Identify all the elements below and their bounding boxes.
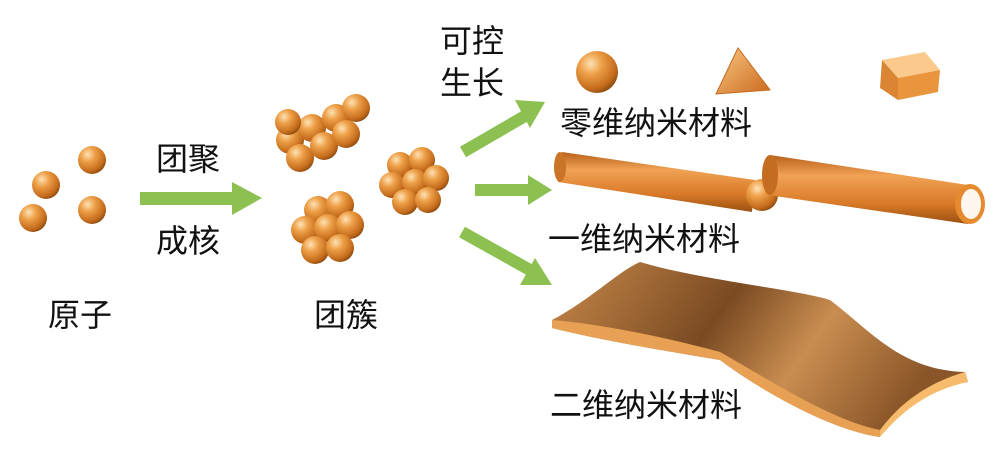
one-d-label: 一维纳米材料 [548, 220, 740, 258]
zero-d-label: 零维纳米材料 [560, 104, 752, 142]
arrow-to-1d [475, 175, 552, 205]
nanorod-left [554, 152, 778, 212]
sphere-shape [576, 51, 618, 93]
arrow-aggregation [140, 182, 262, 215]
arrow-to-2d [459, 226, 552, 285]
triangle-shape [715, 47, 771, 95]
cluster-bottom [291, 191, 364, 264]
atom-sphere [32, 171, 60, 199]
atom-sphere [78, 196, 106, 224]
cube-shape [880, 52, 940, 100]
arrow-to-0d [459, 100, 545, 158]
nucleation-label: 成核 [156, 222, 220, 260]
cluster-right [379, 147, 449, 215]
nanosheet [552, 262, 968, 437]
atoms-label: 原子 [48, 296, 112, 334]
growth-label: 生长 [440, 64, 504, 102]
clusters-label: 团簇 [314, 296, 378, 334]
cluster-top [275, 94, 370, 172]
atom-sphere [78, 146, 106, 174]
nanorod-right [762, 155, 985, 224]
aggregation-label: 团聚 [156, 140, 220, 178]
two-d-label: 二维纳米材料 [550, 386, 742, 424]
controlled-label: 可控 [440, 22, 504, 60]
atoms-group [19, 146, 106, 232]
atom-sphere [19, 204, 47, 232]
